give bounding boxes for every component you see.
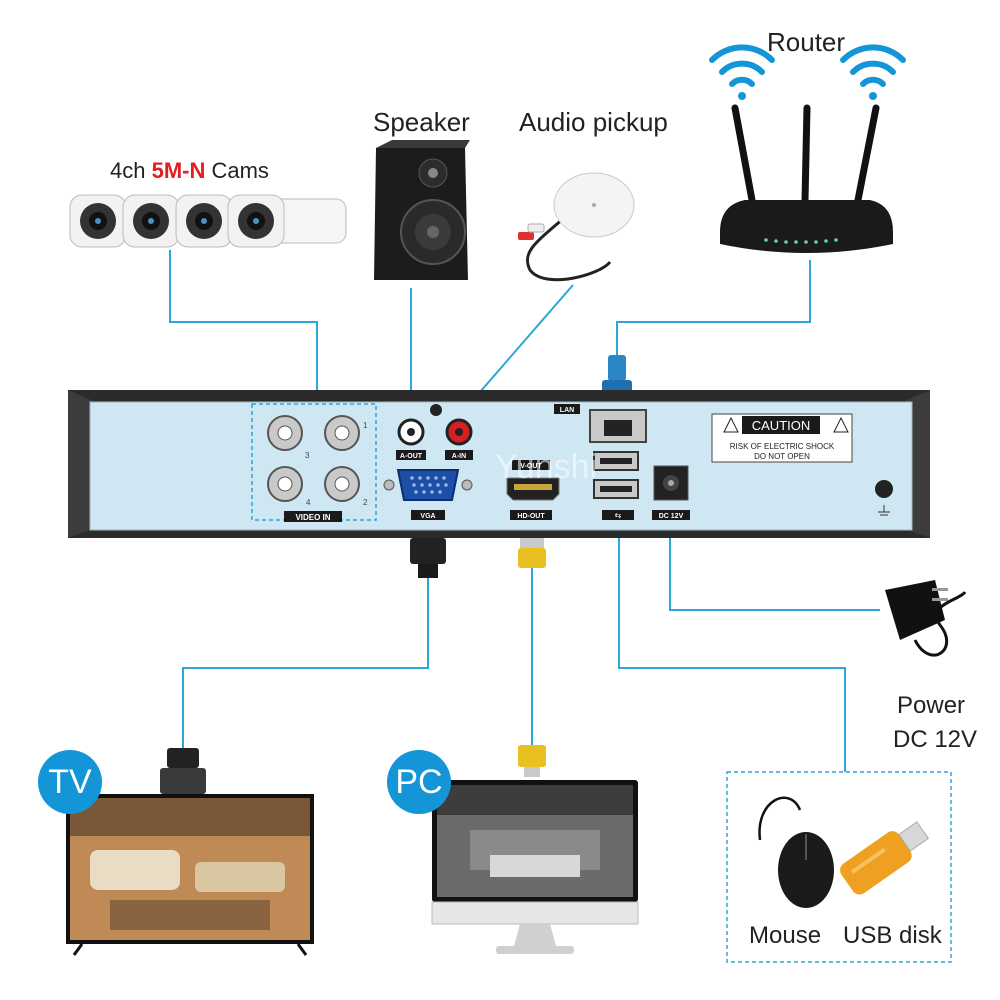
hdmi-port-icon: [506, 477, 560, 501]
bnc-connector-icon: [324, 466, 360, 502]
peripherals-box: [726, 771, 952, 963]
power-sublabel: DC 12V: [893, 726, 978, 753]
cameras-label: 4ch 5M-N Cams: [110, 158, 269, 184]
cameras-group: [69, 194, 347, 248]
audio-pickup-label: Audio pickup: [519, 107, 668, 137]
vga-plug-icon: [410, 538, 446, 578]
vga-plug-icon: [160, 748, 206, 794]
usb-port-icon: [593, 451, 639, 471]
vga-label: VGA: [420, 513, 435, 520]
audio-pickup-icon: [518, 172, 635, 282]
bnc-connector-icon: [267, 415, 303, 451]
pc-badge: PC: [387, 750, 451, 814]
audio-out-jack-icon: [397, 418, 425, 446]
bnc-connector-icon: [324, 415, 360, 451]
audio-in-jack-icon: [445, 418, 473, 446]
cameras-model: 5M-N: [151, 158, 206, 183]
hdmi-plug-icon: [518, 538, 546, 568]
camera-icon: [122, 194, 180, 248]
dc-jack-icon: [653, 465, 689, 501]
tv-badge: TV: [38, 750, 102, 814]
caution-line1: RISK OF ELECTRIC SHOCK: [730, 442, 835, 451]
speaker-label: Speaker: [373, 107, 470, 137]
monitor-icon: [431, 780, 639, 954]
power-adapter-icon: [885, 580, 967, 657]
power-label: Power: [897, 692, 966, 719]
ch-label: 4: [306, 498, 311, 507]
caution-title: CAUTION: [752, 418, 811, 433]
usb-port-icon: [593, 479, 639, 499]
bnc-connector-icon: [267, 466, 303, 502]
a-out-label: A-OUT: [400, 453, 423, 460]
camera-icon: [227, 194, 347, 248]
usb-disk-label: USB disk: [843, 922, 942, 949]
vga-wire: [182, 578, 429, 750]
cameras-prefix: 4ch: [110, 158, 152, 183]
ch-label: 1: [363, 421, 368, 430]
ch-label: 3: [305, 451, 310, 460]
cameras-suffix: Cams: [205, 158, 269, 183]
router-label: Router: [767, 27, 846, 57]
router-group: [709, 44, 906, 253]
tv-icon: [66, 794, 314, 956]
wires: [169, 250, 880, 772]
a-in-label: A-IN: [452, 453, 466, 460]
video-in-label: VIDEO IN: [295, 513, 330, 522]
speaker-icon: [374, 140, 470, 280]
ground-screw-icon: [875, 480, 893, 516]
v-out-label: V-OUT: [520, 463, 542, 470]
mouse-icon: [758, 796, 834, 908]
camera-icon: [175, 194, 233, 248]
hd-out-label: HD-OUT: [517, 513, 545, 520]
caution-line2: DO NOT OPEN: [754, 452, 810, 461]
screw-icon: [430, 404, 442, 416]
wifi-icon: [840, 44, 906, 100]
usb-disk-icon: [840, 821, 930, 895]
usb-label: ⇆: [615, 511, 622, 520]
router-icon: [720, 104, 893, 253]
camera-icon: [69, 194, 127, 248]
watermark-text: Yunshi: [495, 448, 597, 486]
caution-label-box: [711, 413, 853, 463]
camera-wire: [169, 250, 318, 398]
mouse-label: Mouse: [749, 922, 822, 949]
usb-wire: [618, 520, 846, 772]
lan-label: LAN: [560, 407, 574, 414]
vga-port-icon: [383, 469, 473, 501]
power-wire: [669, 520, 880, 611]
wifi-icon: [709, 44, 775, 100]
hdmi-plug-icon: [518, 745, 546, 777]
lan-port-icon: [589, 409, 647, 443]
dc12v-label: DC 12V: [659, 513, 684, 520]
ch-label: 2: [363, 498, 368, 507]
router-wire: [616, 260, 811, 355]
